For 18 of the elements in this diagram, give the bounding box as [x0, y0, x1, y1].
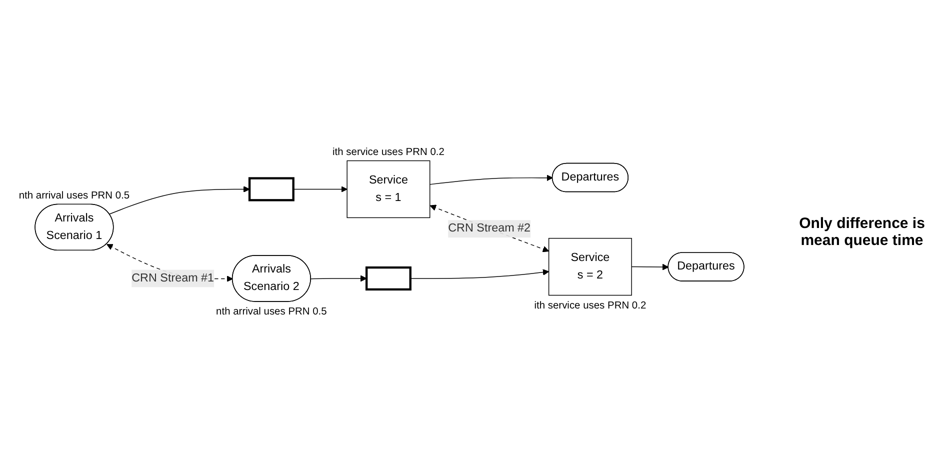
arrow: [109, 186, 250, 215]
arrow: [292, 186, 348, 193]
arrow: [430, 175, 553, 186]
arrow: [410, 269, 550, 280]
arrow: [430, 205, 550, 253]
annotation-text: ith service uses PRN 0.2: [332, 147, 444, 158]
node-queue: [365, 266, 412, 291]
edge-label: CRN Stream #1: [132, 272, 214, 285]
node-queue: [248, 178, 294, 202]
node-box: Service s = 2: [548, 238, 632, 296]
edge-label: CRN Stream #2: [448, 222, 531, 236]
note-text: Only difference is mean queue time: [798, 214, 926, 248]
arrow: [310, 276, 367, 282]
annotation-text: ith service uses PRN 0.2: [534, 300, 646, 312]
arrow: [631, 264, 669, 271]
node-box: Service s = 1: [346, 160, 430, 218]
annotation-text: nth arrival uses PRN 0.5: [18, 190, 130, 202]
annotation-text: nth arrival uses PRN 0.5: [216, 307, 327, 318]
